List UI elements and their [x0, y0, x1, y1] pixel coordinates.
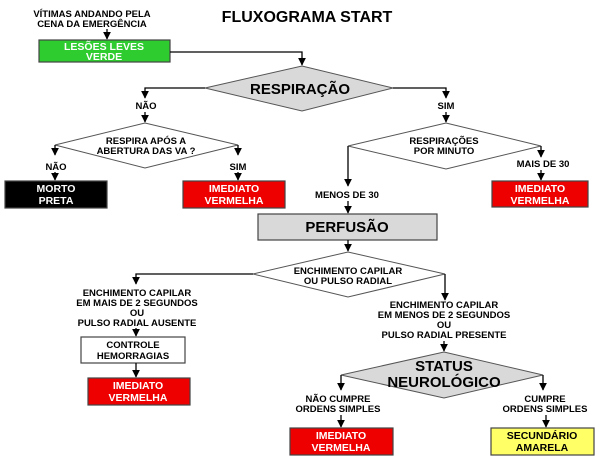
cumpre-line2: ORDENS SIMPLES — [503, 404, 588, 415]
resp-por-min-line1: RESPIRAÇÕES — [409, 136, 478, 147]
sim-label-1: SIM — [438, 101, 455, 112]
right-cond-line3: OU — [437, 320, 451, 331]
enchimento-diamond: ENCHIMENTO CAPILAR OU PULSO RADIAL — [252, 251, 446, 298]
right-cond-line2: EM MENOS DE 2 SEGUNDOS — [378, 310, 511, 321]
status-neuro-line2: NEUROLÓGICO — [387, 373, 501, 391]
mais-30-label: MAIS DE 30 — [517, 159, 570, 170]
enchimento-q-line2: OU PULSO RADIAL — [304, 276, 392, 287]
respiracao-label: RESPIRAÇÃO — [250, 80, 350, 98]
secundario-line1: SECUNDÁRIO — [507, 429, 578, 442]
left-cond-line4: PULSO RADIAL AUSENTE — [78, 318, 197, 329]
arrow-green-to-respiracao — [170, 51, 306, 66]
imediato-box-2: IMEDIATO VERMELHA — [491, 180, 589, 208]
imediato-4-line2: VERMELHA — [312, 442, 371, 454]
resp-por-min-line2: POR MINUTO — [414, 146, 475, 157]
start-label-line2: CENA DA EMERGÊNCIA — [37, 18, 147, 30]
menos-30-label: MENOS DE 30 — [315, 190, 379, 201]
nao-cumpre-line1: NÃO CUMPRE — [306, 394, 371, 405]
sim-label-2: SIM — [230, 162, 247, 173]
left-cond-line2: EM MAIS DE 2 SEGUNDOS — [76, 298, 197, 309]
imediato-box-4: IMEDIATO VERMELHA — [289, 427, 394, 456]
green-box: LESÕES LEVES VERDE — [38, 39, 171, 63]
right-cond-line1: ENCHIMENTO CAPILAR — [390, 300, 499, 311]
cumpre-line1: CUMPRE — [524, 394, 565, 405]
enchimento-q-line1: ENCHIMENTO CAPILAR — [294, 266, 403, 277]
nao-cumpre-line2: ORDENS SIMPLES — [296, 404, 381, 415]
imediato-1-line2: VERMELHA — [205, 195, 264, 207]
secundario-box: SECUNDÁRIO AMARELA — [490, 427, 595, 456]
arrow-enchimento-left — [132, 273, 253, 285]
imediato-3-line1: IMEDIATO — [113, 380, 163, 392]
morto-box-line1: MORTO — [37, 183, 76, 195]
respiracoes-por-minuto-diamond: RESPIRAÇÕES POR MINUTO — [347, 122, 542, 170]
status-neurologico-diamond: STATUS NEUROLÓGICO — [340, 351, 544, 399]
controle-line1: CONTROLE — [106, 340, 159, 351]
imediato-1-line1: IMEDIATO — [209, 183, 259, 195]
green-box-line1: LESÕES LEVES — [64, 40, 144, 53]
start-label-line1: VÍTIMAS ANDANDO PELA — [33, 9, 150, 20]
imediato-2-line2: VERMELHA — [511, 195, 570, 207]
secundario-line2: AMARELA — [516, 442, 569, 454]
controle-line2: HEMORRAGIAS — [97, 351, 169, 362]
imediato-box-1: IMEDIATO VERMELHA — [182, 180, 286, 209]
respira-apos-line2: ABERTURA DAS VA ? — [97, 146, 196, 157]
morto-box-line2: PRETA — [39, 195, 74, 207]
imediato-2-line1: IMEDIATO — [515, 183, 565, 195]
chart-title: FLUXOGRAMA START — [222, 9, 393, 26]
green-box-line2: VERDE — [86, 51, 122, 63]
right-cond-line4: PULSO RADIAL PRESENTE — [382, 330, 507, 341]
respiracao-diamond: RESPIRAÇÃO — [204, 65, 394, 112]
morto-box: MORTO PRETA — [4, 180, 108, 209]
arrow-resp-sim — [393, 87, 450, 99]
left-cond-line3: OU — [130, 308, 144, 319]
perfusao-label: PERFUSÃO — [305, 218, 389, 236]
nao-label-2: NÃO — [45, 162, 66, 173]
controle-box: CONTROLE HEMORRAGIAS — [80, 336, 186, 364]
respira-apos-line1: RESPIRA APÓS A — [106, 135, 186, 147]
arrow-resp-nao — [141, 87, 205, 99]
imediato-3-line2: VERMELHA — [109, 392, 168, 404]
imediato-box-3: IMEDIATO VERMELHA — [87, 377, 191, 406]
imediato-4-line1: IMEDIATO — [316, 430, 366, 442]
respira-apos-diamond: RESPIRA APÓS A ABERTURA DAS VA ? — [54, 122, 239, 169]
left-cond-line1: ENCHIMENTO CAPILAR — [83, 288, 192, 299]
perfusao-box: PERFUSÃO — [257, 213, 438, 241]
status-neuro-line1: STATUS — [415, 358, 473, 375]
nao-label-1: NÃO — [135, 101, 156, 112]
